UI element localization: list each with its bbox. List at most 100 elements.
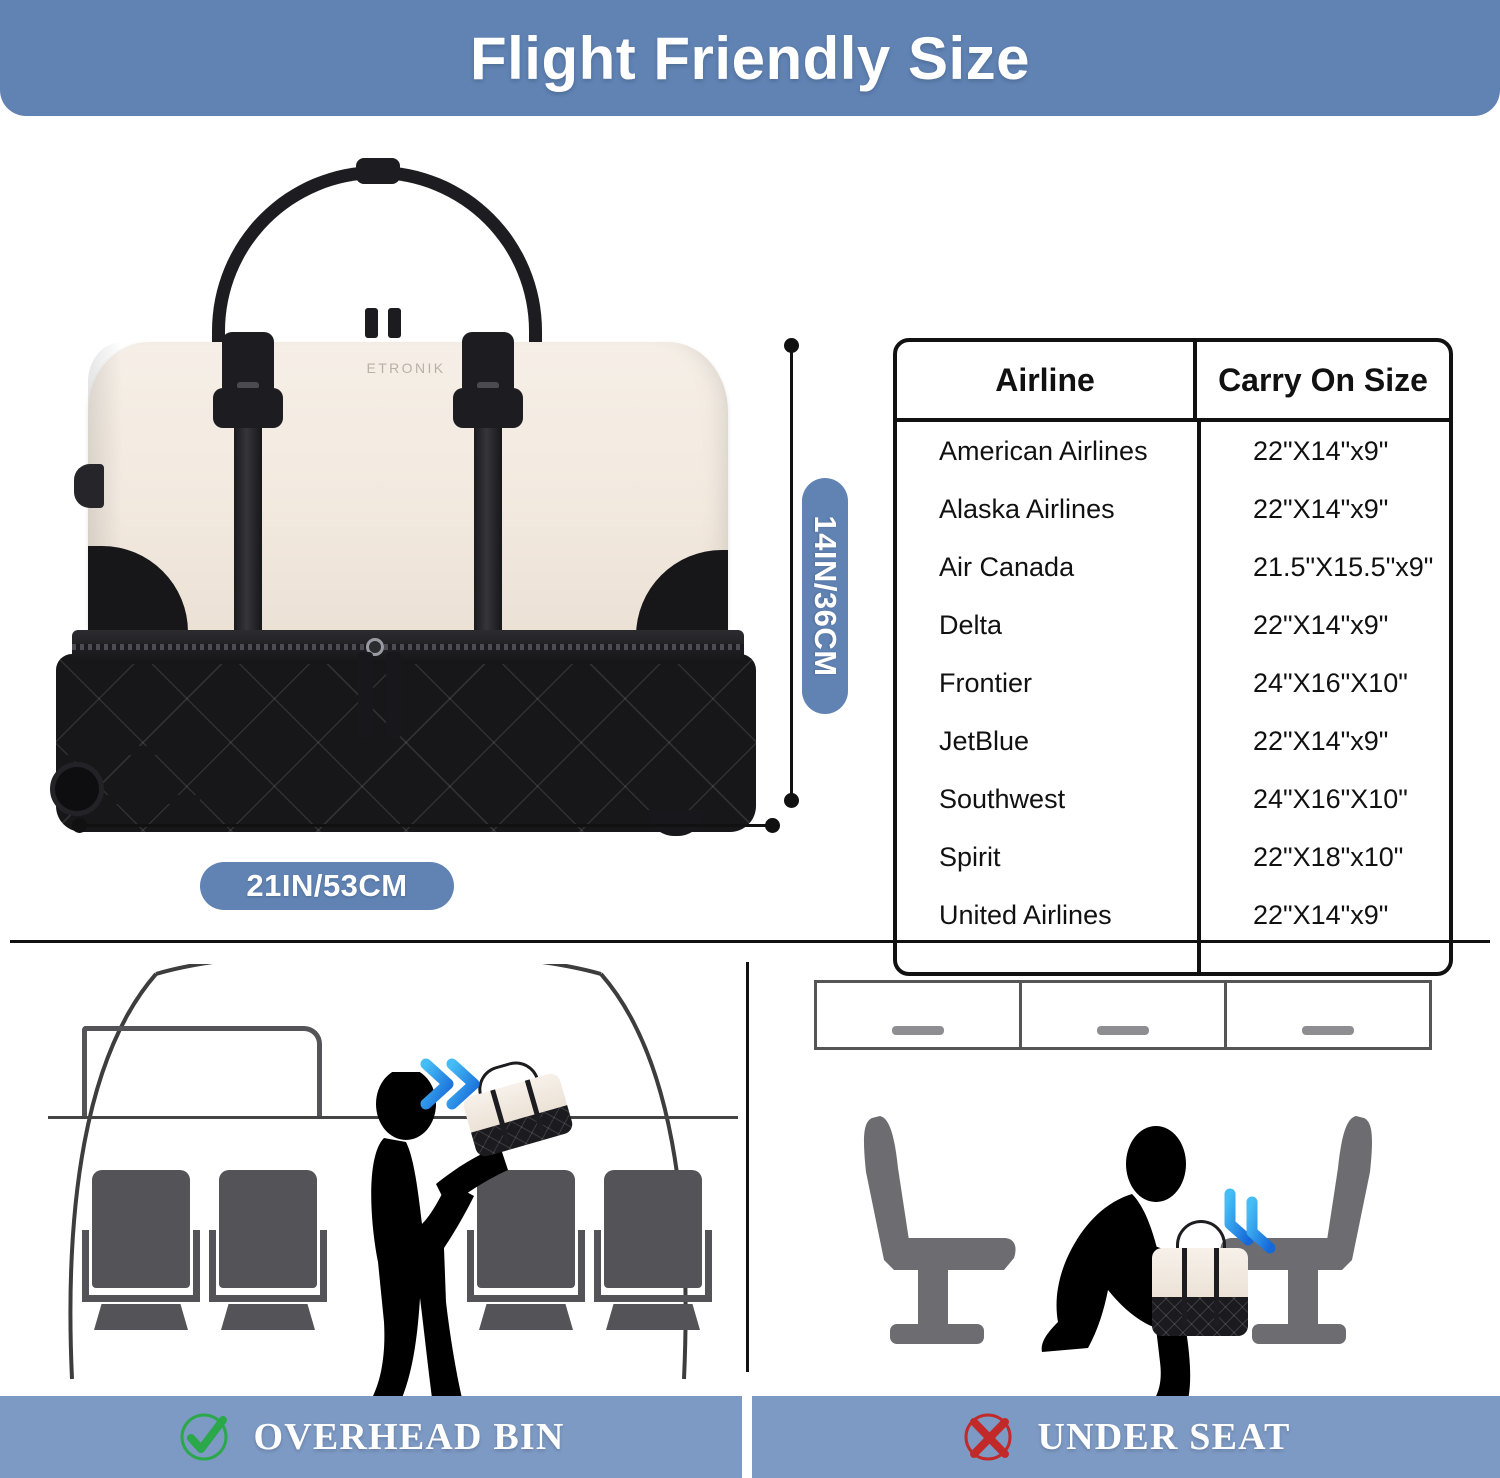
table-row: Southwest 24"X16"X10" <box>897 770 1449 828</box>
overhead-bin-door <box>1019 980 1224 1050</box>
table-row: JetBlue 22"X14"x9" <box>897 712 1449 770</box>
seat <box>209 1170 327 1330</box>
zipper-pull-tab-left <box>358 652 373 738</box>
width-dimension-label: 21IN/53CM <box>200 862 454 910</box>
bag-strap-keeper-right <box>453 388 523 428</box>
seat <box>467 1170 585 1330</box>
table-row: Frontier 24"X16"X10" <box>897 654 1449 712</box>
brand-logo-text: ETRONIK <box>366 360 446 376</box>
cell-airline: Delta <box>939 609 1003 640</box>
arrow-chevrons-icon <box>420 1058 480 1110</box>
cell-airline: United Airlines <box>939 899 1112 930</box>
overhead-bin-caption-bar: OVERHEAD BIN <box>0 1396 742 1478</box>
seat-leg <box>221 1304 315 1330</box>
overhead-bin-door <box>814 980 1019 1050</box>
width-dimension-line <box>72 818 780 833</box>
check-circle-icon <box>177 1410 231 1464</box>
under-seat-caption-bar: UNDER SEAT <box>752 1396 1500 1478</box>
height-dimension-line <box>784 338 799 808</box>
seat-leg <box>94 1304 188 1330</box>
overhead-bin-caption: OVERHEAD BIN <box>253 1416 565 1458</box>
mini-bag-upper <box>1152 1248 1248 1298</box>
under-seat-caption: UNDER SEAT <box>1037 1416 1291 1458</box>
table-header-row: Airline Carry On Size <box>897 342 1449 422</box>
seat-frame <box>209 1230 327 1302</box>
cross-circle-icon <box>961 1410 1015 1464</box>
table-row: United Airlines 22"X14"x9" <box>897 886 1449 944</box>
cell-size: 22"X14"x9" <box>1253 609 1389 640</box>
seat-back <box>219 1170 317 1288</box>
seat-back <box>604 1170 702 1288</box>
bag-corner-right <box>636 550 728 642</box>
table-row: Spirit 22"X18"x10" <box>897 828 1449 886</box>
dimension-endpoint-icon <box>765 818 780 833</box>
cabin-cross-section <box>26 964 738 1398</box>
cell-size: 22"X14"x9" <box>1253 725 1389 756</box>
table-body: American Airlines 22"X14"x9" Alaska Airl… <box>897 422 1449 972</box>
bag-top-zipper-pull-left <box>365 308 378 338</box>
overhead-bin-open <box>82 1026 322 1118</box>
bin-latch-icon <box>892 1026 944 1035</box>
overhead-bin-illustration <box>10 952 740 1398</box>
cell-size: 22"X14"x9" <box>1253 493 1389 524</box>
carry-on-size-table: Airline Carry On Size American Airlines … <box>893 338 1453 976</box>
seat-leg <box>606 1304 700 1330</box>
under-seat-illustration <box>756 952 1490 1400</box>
cell-airline: Air Canada <box>939 551 1075 582</box>
bag-wheel-left <box>50 762 104 816</box>
dimension-endpoint-icon <box>784 793 799 808</box>
bag-main-zipper <box>72 630 744 664</box>
seat <box>82 1170 200 1330</box>
cell-size: 21.5"X15.5"x9" <box>1253 551 1434 582</box>
zipper-pull-tab-right <box>386 652 401 738</box>
bin-latch-icon <box>1097 1026 1149 1035</box>
seat-side-view-right <box>1220 1116 1372 1344</box>
seat-side-view-left <box>864 1116 1016 1344</box>
table-row: Alaska Airlines 22"X14"x9" <box>897 480 1449 538</box>
arrow-down-chevrons-icon <box>1224 1188 1276 1254</box>
seat-leg <box>479 1304 573 1330</box>
overhead-bins-closed <box>814 980 1432 1050</box>
cell-airline: Spirit <box>939 841 1001 872</box>
seat-back <box>477 1170 575 1288</box>
cell-airline: Alaska Airlines <box>939 493 1115 524</box>
product-bag-image: ETRONIK 14IN/36CM 21IN/ <box>36 146 848 910</box>
cell-airline: Frontier <box>939 667 1033 698</box>
cell-size: 24"X16"X10" <box>1253 667 1408 698</box>
seat <box>594 1170 712 1330</box>
column-header-airline: Airline <box>897 342 1197 418</box>
table-row: Air Canada 21.5"X15.5"x9" <box>897 538 1449 596</box>
section-divider-horizontal <box>10 940 1490 943</box>
header-banner: Flight Friendly Size <box>0 0 1500 116</box>
bag-handle-grip <box>356 158 400 184</box>
seat-frame <box>82 1230 200 1302</box>
cell-airline: Southwest <box>939 783 1066 814</box>
cell-airline: JetBlue <box>939 725 1030 756</box>
bag-top-zipper-pull-right <box>388 308 401 338</box>
cell-size: 22"X14"x9" <box>1253 435 1389 466</box>
seat-frame <box>467 1230 585 1302</box>
quilted-pattern <box>56 654 756 832</box>
panel-divider-vertical <box>746 962 749 1372</box>
bag-under-seat <box>1152 1220 1248 1336</box>
table-row: American Airlines 22"X14"x9" <box>897 422 1449 480</box>
seat-back <box>92 1170 190 1288</box>
bag-strap-keeper-left <box>213 388 283 428</box>
bag-upper-body <box>88 342 728 642</box>
bag-lower-compartment <box>56 654 756 832</box>
table-column-divider <box>1197 422 1201 972</box>
overhead-bin-door <box>1224 980 1432 1050</box>
seat-frame <box>594 1230 712 1302</box>
mini-bag-strap <box>1214 1248 1219 1326</box>
bag-side-knob <box>74 464 104 508</box>
dimension-stroke <box>790 345 793 801</box>
cell-size: 22"X14"x9" <box>1253 899 1389 930</box>
dimension-stroke <box>79 824 773 827</box>
cell-size: 24"X16"X10" <box>1253 783 1408 814</box>
cell-airline: American Airlines <box>939 435 1148 466</box>
mini-bag-strap <box>1182 1248 1187 1326</box>
height-dimension-label: 14IN/36CM <box>802 478 848 714</box>
zipper-slider-icon <box>366 638 384 656</box>
column-header-size: Carry On Size <box>1218 361 1428 398</box>
